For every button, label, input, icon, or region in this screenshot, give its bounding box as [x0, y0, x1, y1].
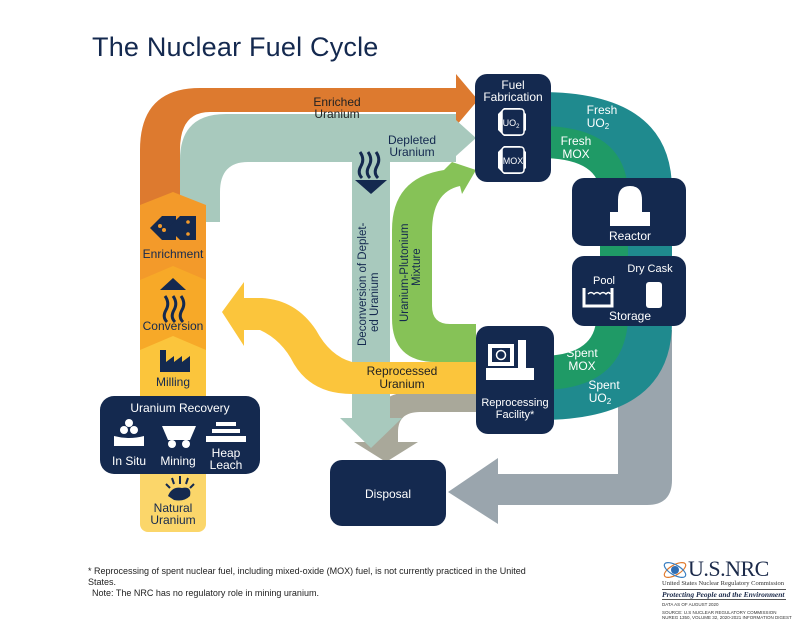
- mining-cart-icon: [162, 426, 196, 448]
- dry-cask-icon: [646, 282, 662, 308]
- conversion-column: [140, 254, 206, 350]
- milling-factory-icon: [160, 350, 190, 372]
- disposal-box: [330, 460, 446, 526]
- in-situ-icon: [114, 419, 144, 446]
- reprocessed-uranium-arrow: [222, 282, 476, 394]
- uo2-pellet-icon: [498, 108, 526, 136]
- storage-label: Storage: [609, 309, 651, 323]
- pool-icon: [582, 288, 614, 308]
- source-line-1: SOURCE: U.S NUCLEAR REGULATORY COMMISSIO…: [662, 610, 777, 615]
- source-line-2: NUREG 1350, VOLUME 32, 2020-2021 INFORMA…: [662, 615, 792, 620]
- footnote-note: Note: The NRC has no regulatory role in …: [92, 588, 319, 598]
- enrichment-label: Enrichment: [143, 247, 204, 261]
- footnote-reprocessing: * Reprocessing of spent nuclear fuel, in…: [88, 566, 526, 587]
- storage-box: [572, 256, 686, 326]
- nrc-brand: U.S.NRC: [688, 556, 769, 581]
- nrc-tagline: Protecting People and the Environment: [662, 589, 786, 600]
- conversion-heat-icon: [160, 278, 186, 324]
- page-title: The Nuclear Fuel Cycle: [92, 32, 379, 62]
- reactor-label: Reactor: [609, 229, 651, 243]
- mox-label: MOX: [503, 156, 524, 166]
- conversion-label: Conversion: [143, 319, 204, 333]
- deconversion-heat-icon: [355, 151, 387, 194]
- milling-label: Milling: [156, 375, 190, 389]
- reactor-icon: [610, 186, 650, 226]
- heap-leach-icon: [206, 422, 246, 442]
- uranium-plutonium-arrow: [392, 162, 476, 362]
- depleted-uranium-arrow: [180, 114, 476, 420]
- mox-pellet-icon: [498, 146, 526, 174]
- footnote: * Reprocessing of spent nuclear fuel, in…: [88, 566, 528, 599]
- reprocessing-plant-icon: [486, 340, 534, 380]
- enrichment-centrifuge-icon: [150, 216, 196, 240]
- uranium-recovery-title: Uranium Recovery: [130, 401, 229, 415]
- fresh-uo2-arc: [540, 92, 672, 190]
- fresh-mox-arc: [540, 126, 628, 190]
- deconversion-label: Deconversion of Deplet-ed Uranium: [357, 222, 381, 346]
- atom-logo-icon: [663, 562, 687, 578]
- uranium-plutonium-label: Uranium-PlutoniumMixture: [399, 224, 423, 322]
- deconversion-arrowhead: [340, 418, 402, 448]
- nrc-agency-name: United States Nuclear Regulatory Commiss…: [662, 580, 785, 587]
- natural-uranium-ore-icon: [165, 476, 195, 501]
- data-as-of: DATA AS OF AUGUST 2020: [662, 602, 719, 607]
- spent-uo2-arc: [540, 322, 672, 420]
- uo2-label: UO2: [503, 118, 521, 130]
- dry-cask-label: Dry Cask: [627, 263, 673, 275]
- pool-label: Pool: [593, 275, 615, 287]
- spent-mox-arc: [540, 322, 628, 390]
- mining-label: Mining: [160, 454, 195, 468]
- spent-fuel-to-disposal-arrow: [448, 330, 672, 524]
- in-situ-label: In Situ: [112, 454, 146, 468]
- disposal-label: Disposal: [365, 487, 411, 501]
